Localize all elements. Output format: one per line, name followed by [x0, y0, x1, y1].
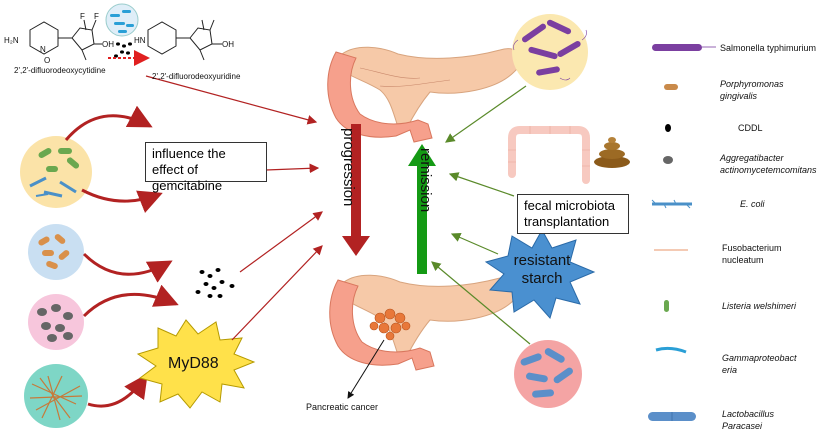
- colon-detail: [508, 126, 590, 167]
- chem-atom-n: N: [40, 45, 46, 54]
- cddl-dots-top: [114, 42, 132, 58]
- legend-icon-aggregatibacter: [663, 156, 673, 164]
- legend-label-aggregatibacter: Aggregatibacter actinomycetemcomitans: [720, 153, 817, 175]
- legend-label-cddl: CDDL: [738, 123, 763, 133]
- legend-icon-porphyromonas: [664, 84, 678, 90]
- progression-label: progression: [340, 128, 357, 207]
- stool-icon: [594, 137, 630, 168]
- deoxyuridine-structure: [147, 19, 222, 61]
- fmt-box: fecal microbiota transplantation: [517, 194, 629, 234]
- legend-label-fusobacterium: Fusobacterium nucleatum: [722, 243, 782, 265]
- legend-icon-salmonella: [652, 44, 702, 51]
- porphyromonas-circle: [28, 224, 84, 280]
- chem-atom-o: O: [44, 56, 51, 65]
- chem-atom-hn: H₂N: [4, 36, 19, 45]
- starch-label: resistant starch: [513, 252, 571, 287]
- salmonella-arrow: [445, 85, 527, 143]
- gemcitabine-effect-box: influence the effect of gemcitabine: [145, 142, 267, 193]
- chem-atom-f2: F: [94, 12, 99, 21]
- chem-atom-hn2: HN: [134, 36, 146, 45]
- gemcitabine-label: 2',2'-difluorodeoxycytidine: [14, 66, 106, 75]
- lactobacillus-arrow: [431, 261, 531, 345]
- cancer-pointer: [347, 339, 385, 399]
- listeria-ecoli-circle: [20, 136, 92, 208]
- pancreatic-cancer-label: Pancreatic cancer: [306, 402, 379, 412]
- healthy-pancreas: [327, 46, 522, 143]
- legend-label-gammaproteobacteria: Gammaproteobact eria: [722, 353, 797, 375]
- legend-icon-gammaproteobacteria: [655, 346, 687, 354]
- cancerous-pancreas: [329, 274, 522, 371]
- lactobacillus-circle: [514, 340, 582, 408]
- legend-label-listeria: Listeria welshimeri: [722, 301, 797, 311]
- legend-label-porphyromonas: Porphyromonas gingivalis: [720, 79, 784, 101]
- legend-icon-cddl: [665, 124, 671, 132]
- chem-atom-f1: F: [80, 12, 85, 21]
- remission-label: remission: [417, 148, 434, 213]
- tumor-cluster: [369, 308, 411, 341]
- chem-atom-oh: OH: [102, 40, 114, 49]
- chem-atom-oh2: OH: [222, 40, 234, 49]
- salmonella-circle: [512, 14, 588, 90]
- progression-arrow: [342, 124, 370, 256]
- remission-arrow: [408, 144, 436, 274]
- left-progression-arrows: [64, 105, 179, 408]
- legend-label-lactobacillus: Lactobacillus Paracasei: [722, 409, 775, 431]
- legend-icon-listeria: [664, 300, 669, 312]
- myd88-label: MyD88: [168, 355, 219, 372]
- myd88-burst: [136, 319, 256, 409]
- deoxyuridine-label: 2',2'-difluorodeoxyuridine: [152, 72, 241, 81]
- aggregatibacter-circle: [28, 294, 84, 350]
- fusobacterium-circle: [24, 364, 88, 428]
- cddl-cluster: [195, 268, 235, 298]
- gammaproteobacteria-bubble: [105, 3, 139, 37]
- legend-icons: [648, 44, 716, 421]
- center-progression-arrows: [145, 75, 323, 341]
- fmt-arrow: [448, 172, 515, 197]
- legend-label-salmonella: Salmonella typhimurium: [720, 43, 817, 53]
- starch-burst: [484, 228, 596, 320]
- starch-arrow: [450, 232, 499, 255]
- colon-icon: [508, 126, 590, 184]
- legend-label-ecoli: E. coli: [740, 199, 765, 209]
- gemcitabine-structure: [29, 19, 102, 61]
